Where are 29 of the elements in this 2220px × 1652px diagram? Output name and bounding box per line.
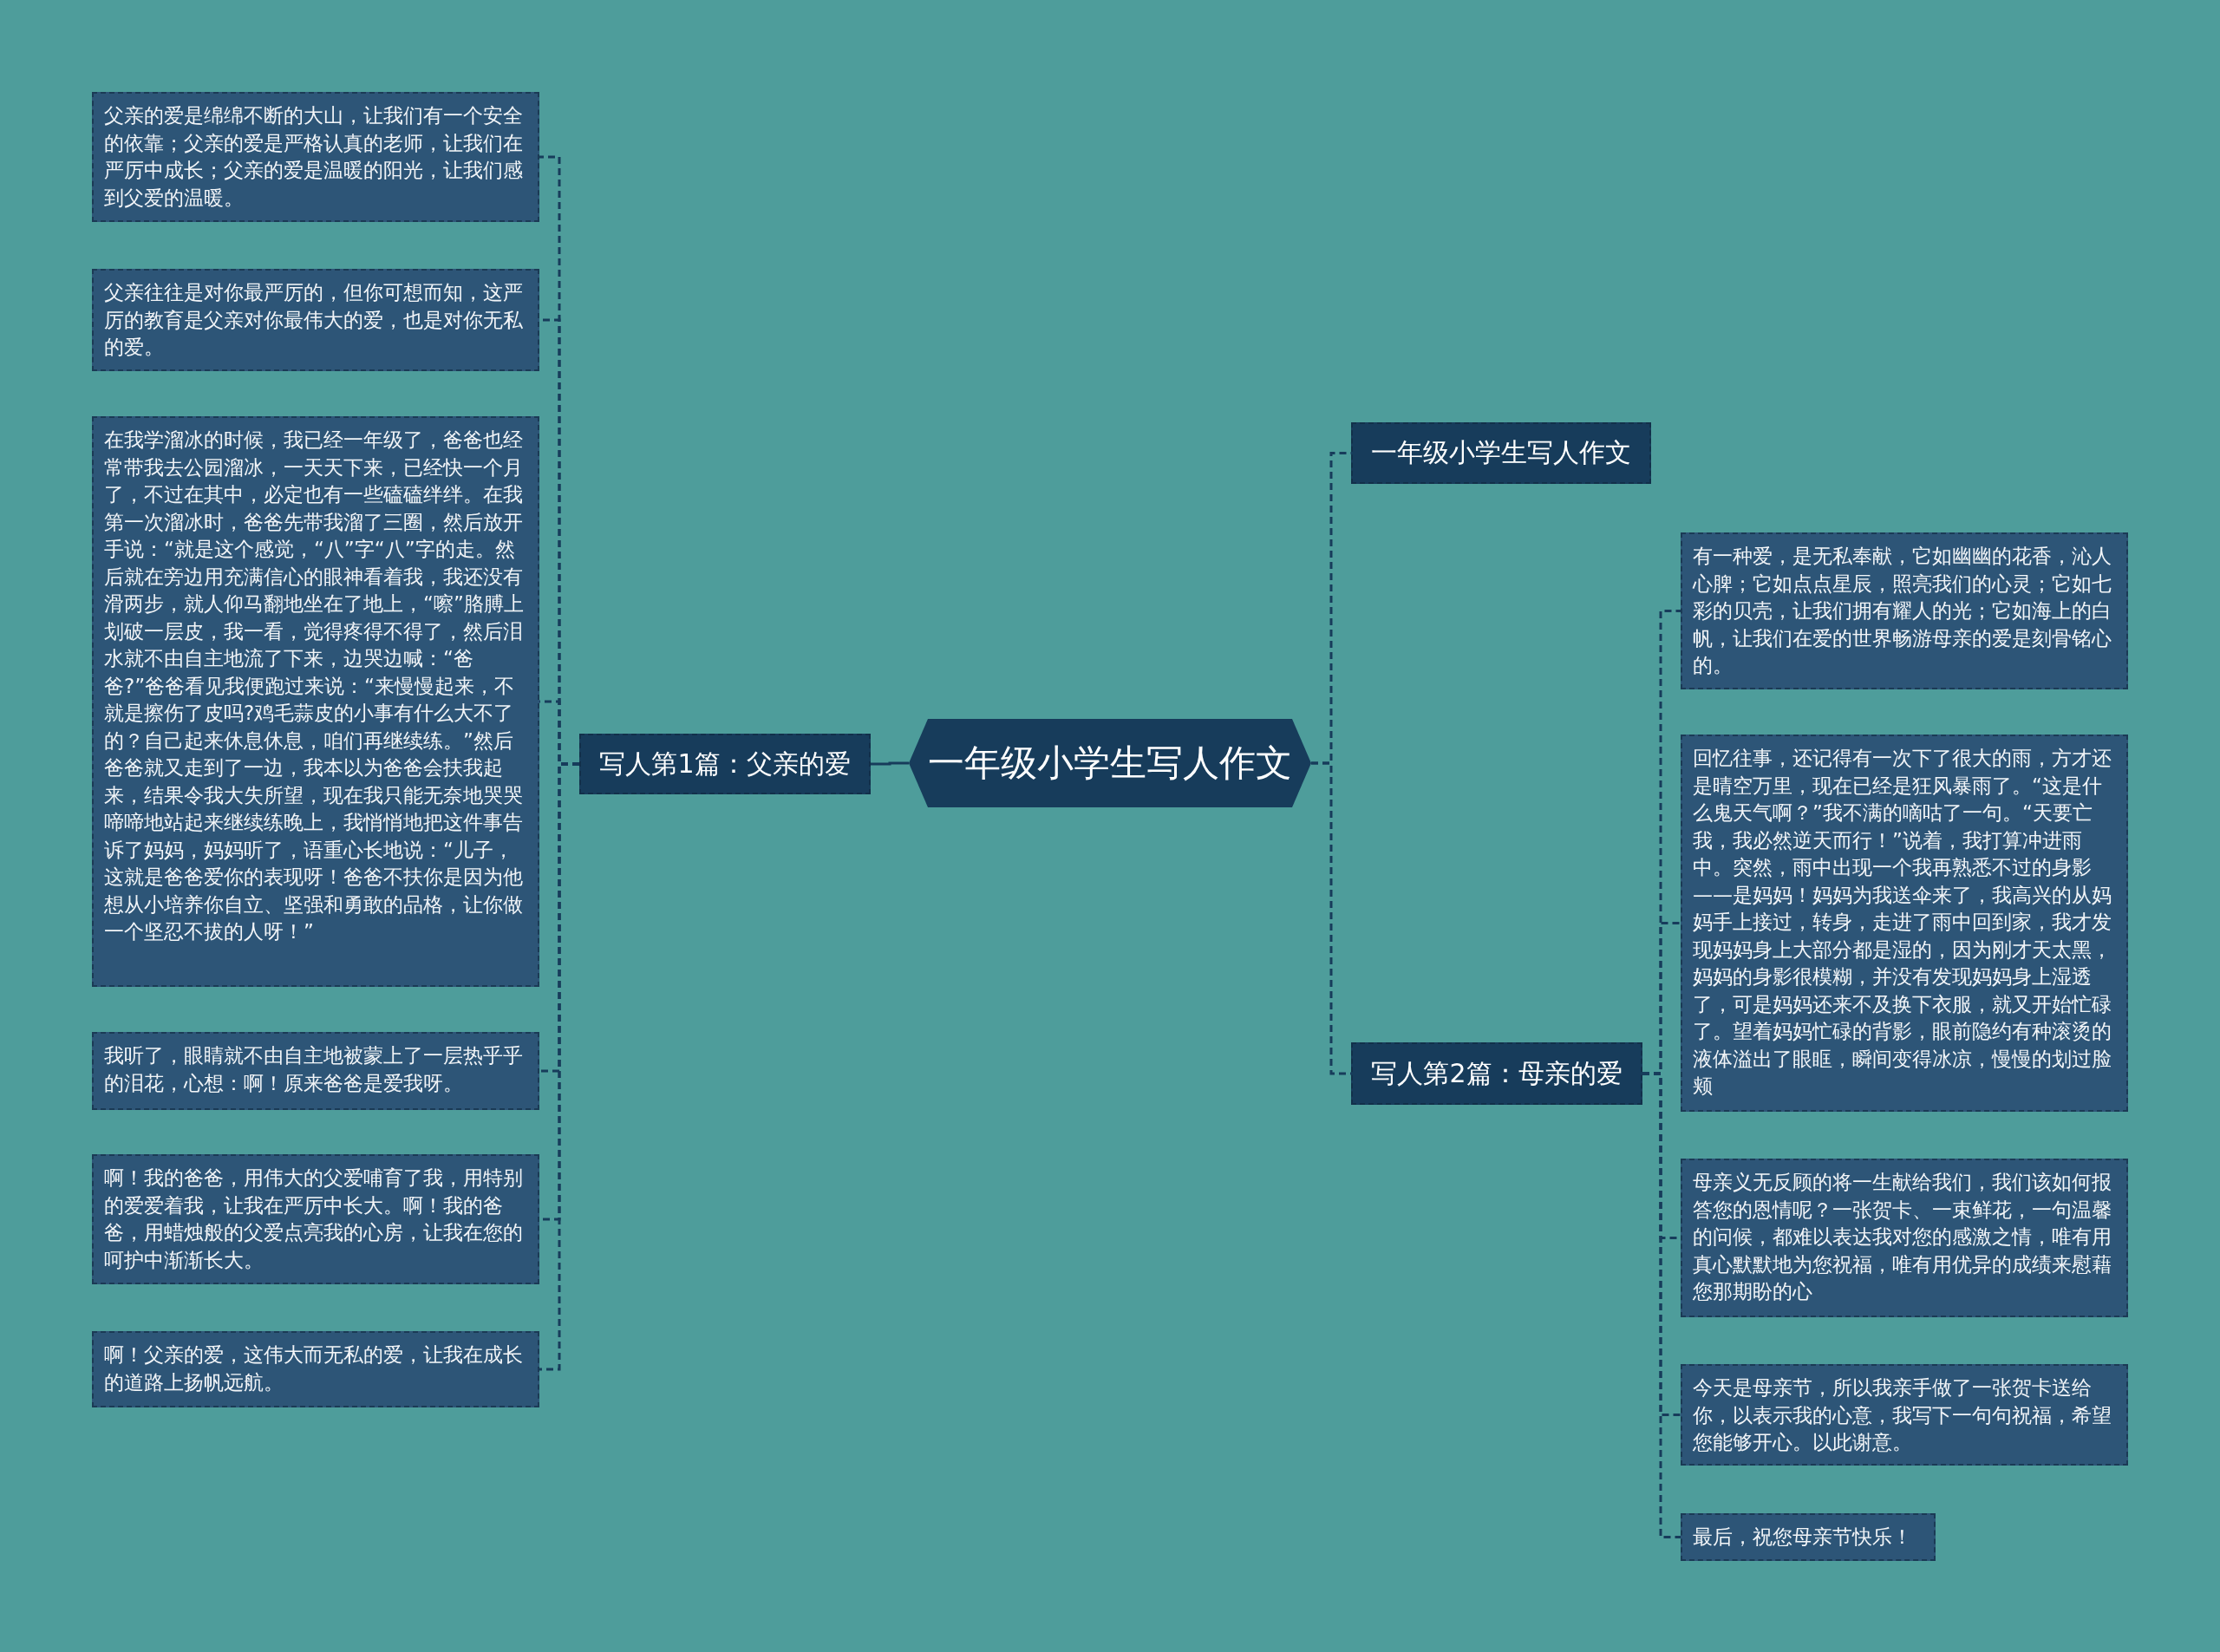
text-card (92, 269, 539, 371)
topic-text: 写人第1篇：父亲的爱 (599, 747, 851, 780)
paragraph: 父亲的爱是绵绵不断的大山，让我们有一个安全的依靠；父亲的爱是严格认真的老师，让我们在严厉中成长；父亲的爱是温暖的阳光，让我们感到父爱的温暖。 (104, 104, 523, 209)
paragraph: 父亲往往是对你最严厉的，但你可想而知，这严厉的教育是父亲对你最伟大的爱，也是对你无私的爱。 (104, 281, 523, 358)
text-card (92, 1154, 539, 1284)
text-card (92, 1331, 539, 1407)
topic-box (1351, 1042, 1642, 1105)
text-card (1681, 1513, 1936, 1561)
topic-text: 写人第2篇：母亲的爱 (1371, 1056, 1623, 1090)
paragraph: 我听了，眼睛就不由自主地被蒙上了一层热乎乎的泪花，心想：啊！原来爸爸是爱我呀。 (104, 1044, 523, 1094)
paragraph: 今天是母亲节，所以我亲手做了一张贺卡送给你，以表示我的心意，我写下一句句祝福，希望您能够开心。以此谢意。 (1693, 1376, 2112, 1453)
text-card (92, 1032, 539, 1110)
paragraph: 啊！父亲的爱，这伟大而无私的爱，让我在成长的道路上扬帆远航。 (104, 1343, 523, 1394)
paragraph: 啊！我的爸爸，用伟大的父爱哺育了我，用特别的爱爱着我，让我在严厉中长大。啊！我的爸爸，用蜡烛般的父爱点亮我的心房，让我在您的呵护中渐渐长大。 (104, 1166, 523, 1271)
text-card (92, 416, 539, 987)
text-card (1681, 1159, 2128, 1317)
paragraph: 母亲义无反顾的将一生献给我们，我们该如何报答您的恩情呢？一张贺卡、一束鲜花，一句温馨的问候，都难以表达我对您的感激之情，唯有用真心默默地为您祝福，唯有用优异的成绩来慰藉您那期盼的心 (1693, 1171, 2112, 1303)
text-card (1681, 1364, 2128, 1466)
topic-text: 一年级小学生写人作文 (1371, 436, 1631, 469)
text-card (92, 92, 539, 222)
text-card (1681, 532, 2128, 689)
paragraph: 在我学溜冰的时候，我已经一年级了，爸爸也经常带我去公园溜冰，一天天下来，已经快一个月了，不过在其中，必定也有一些磕磕绊绊。在我第一次溜冰时，爸爸先带我溜了三圈，然后放开手说：“就是这个感觉，“八”字“八”字的走。然后就在旁边用充满信心的眼神看着我，我还没有滑两步，就人仰马翻地坐在了地上，“嚓”胳膊上划破一层皮，我一看，觉得疼得不得了，然后泪水就不由自主地流了下来，边哭边喊：“爸爸?”爸爸看见我便跑过来说：“来慢慢起来，不就是擦伤了皮吗?鸡毛蒜皮的小事有什么大不了的？自己起来休息休息，咱们再继续练。”然后爸爸就又走到了一边，我本以为爸爸会扶我起来，结果令我大失所望，现在我只能无奈地哭哭啼啼地站起来继续练晚上，我悄悄地把这件事告诉了妈妈，妈妈听了，语重心长地说：“儿子，这就是爸爸爱你的表现呀！爸爸不扶你是因为他想从小培养你自立、坚强和勇敢的品格，让你做一个坚忍不拔的人呀！” (104, 428, 524, 943)
topic-box (1351, 422, 1651, 484)
connector-line (871, 761, 909, 766)
central-topic-text: 一年级小学生写人作文 (928, 741, 1292, 786)
paragraph: 回忆往事，还记得有一次下了很大的雨，方才还是晴空万里，现在已经是狂风暴雨了。“这是什么鬼天气啊？”我不满的嘀咕了一句。“天要亡我，我必然逆天而行！”说着，我打算冲进雨中。突然，雨中出现一个我再熟悉不过的身影——是妈妈！妈妈为我送伞来了，我高兴的从妈妈手上接过，转身，走进了雨中回到家，我才发现妈妈身上大部分都是湿的，因为刚才天太黑，妈妈的身影很模糊，并没有发现妈妈身上湿透了，可是妈妈还来不及换下衣服，就又开始忙碌了。望着妈妈忙碌的背影，眼前隐约有种滚烫的液体溢出了眼眶，瞬间变得冰凉，慢慢的划过脸颊 (1693, 747, 2112, 1097)
paragraph: 最后，祝您母亲节快乐！ (1693, 1525, 1912, 1548)
paragraph: 有一种爱，是无私奉献，它如幽幽的花香，沁人心脾；它如点点星辰，照亮我们的心灵；它如七彩的贝壳，让我们拥有耀人的光；它如海上的白帆，让我们在爱的世界畅游母亲的爱是刻骨铭心的。 (1693, 545, 2112, 676)
topic-box (579, 734, 871, 794)
